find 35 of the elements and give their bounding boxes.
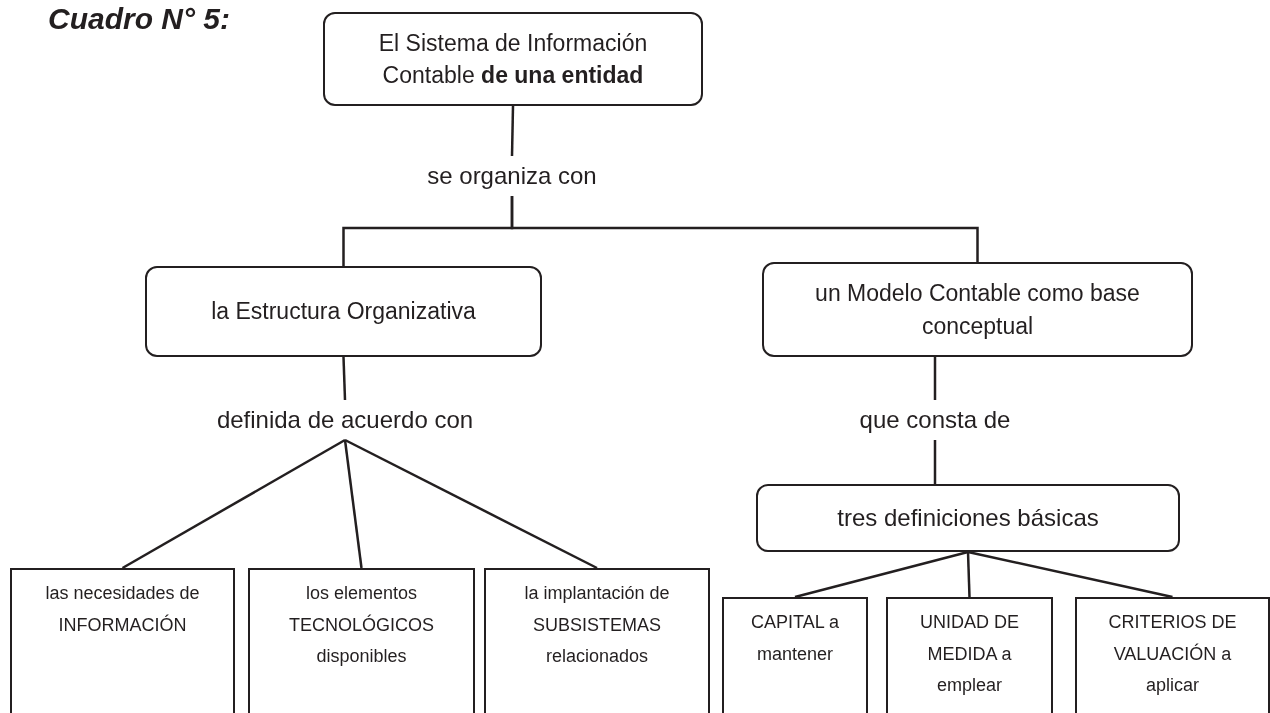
connector-line: [966, 551, 971, 598]
concept-text: El Sistema de Información Contable de una entidad: [377, 28, 649, 90]
concept-text: CRITERIOS DE VALUACIÓN a aplicar: [1107, 611, 1238, 697]
connector-line: [510, 196, 979, 262]
connector-line: [344, 438, 598, 570]
concept-text: CAPITAL a mantener: [750, 611, 840, 666]
linking-phrase: definida de acuerdo con: [216, 405, 474, 436]
concept-box: [1075, 597, 1270, 713]
concept-box: [722, 597, 868, 713]
connector-line: [933, 440, 937, 484]
concept-text: UNIDAD DE MEDIDA a emplear: [919, 611, 1020, 697]
concept-box: [756, 484, 1180, 552]
concept-text: la Estructura Organizativa: [211, 297, 476, 327]
topic-box: [323, 12, 703, 106]
connector-line: [794, 550, 969, 599]
linking-phrase: que consta de: [859, 405, 1011, 436]
connector-line: [121, 438, 346, 570]
diagram-title: Cuadro N° 5:: [48, 2, 230, 36]
connector-line: [342, 356, 347, 401]
connector-line: [510, 105, 515, 157]
connector-line: [343, 439, 363, 569]
concept-box: [484, 568, 710, 713]
concept-box: [762, 262, 1193, 357]
linking-phrase: se organiza con: [427, 161, 597, 192]
connector-line: [967, 550, 1173, 599]
concept-text: los elementos TECNOLÓGICOS disponibles: [288, 582, 435, 668]
concept-text: tres definiciones básicas: [837, 503, 1099, 534]
connector-line: [933, 357, 937, 400]
concept-text: un Modelo Contable como base conceptual: [814, 279, 1141, 341]
concept-box: [145, 266, 542, 357]
concept-box: [248, 568, 475, 713]
concept-box: [886, 597, 1053, 713]
concept-text: la implantación de SUBSISTEMAS relacionados: [523, 582, 671, 668]
concept-box: [10, 568, 235, 713]
concept-text: las necesidades de INFORMACIÓN: [44, 582, 201, 637]
